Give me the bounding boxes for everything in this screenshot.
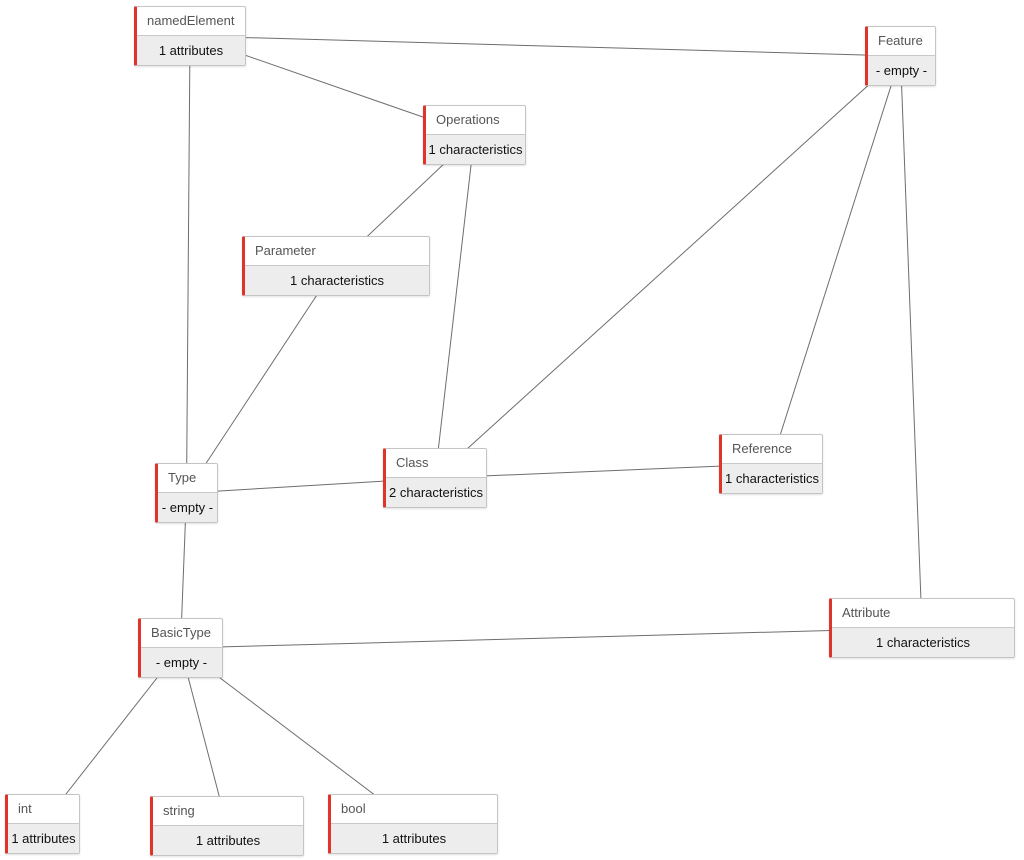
node-detail: - empty -	[158, 492, 217, 522]
edge-Operations-Class	[434, 134, 475, 479]
node-detail: 1 attributes	[153, 825, 303, 855]
node-title: bool	[341, 801, 366, 816]
node-detail: 1 attributes	[8, 823, 79, 853]
node-title: int	[18, 801, 32, 816]
node-Type[interactable]: Type - empty -	[155, 463, 218, 523]
node-detail: 1 characteristics	[426, 134, 525, 164]
edge-Feature-Attribute	[900, 55, 923, 629]
node-Attribute[interactable]: Attribute 1 characteristics	[829, 598, 1015, 658]
node-title: Reference	[732, 441, 792, 456]
node-title: namedElement	[147, 13, 235, 28]
node-detail: 1 characteristics	[722, 463, 822, 493]
node-Reference[interactable]: Reference 1 characteristics	[719, 434, 823, 494]
node-namedElement[interactable]: namedElement 1 attributes	[134, 6, 246, 66]
node-detail: - empty -	[141, 647, 222, 677]
node-title: Operations	[436, 112, 500, 127]
node-detail: 1 attributes	[331, 823, 497, 853]
edge-namedElement-Feature	[189, 35, 901, 57]
node-bool[interactable]: bool 1 attributes	[328, 794, 498, 854]
edge-Class-Reference	[434, 463, 772, 479]
node-Parameter[interactable]: Parameter 1 characteristics	[242, 236, 430, 296]
node-Class[interactable]: Class 2 characteristics	[383, 448, 487, 508]
node-detail: - empty -	[868, 55, 935, 85]
node-Operations[interactable]: Operations 1 characteristics	[423, 105, 526, 165]
node-BasicType[interactable]: BasicType - empty -	[138, 618, 223, 678]
edge-namedElement-Type	[186, 35, 191, 494]
node-title: BasicType	[151, 625, 211, 640]
node-title: Parameter	[255, 243, 316, 258]
node-title: Class	[396, 455, 429, 470]
node-detail: 2 characteristics	[386, 477, 486, 507]
edge-BasicType-Attribute	[180, 627, 923, 649]
edge-Feature-Class	[434, 55, 901, 479]
node-title: Type	[168, 470, 197, 485]
node-Feature[interactable]: Feature - empty -	[865, 26, 936, 86]
node-detail: 1 attributes	[137, 35, 245, 65]
edge-Parameter-Type	[186, 265, 337, 494]
node-string[interactable]: string 1 attributes	[150, 796, 304, 856]
node-title: Attribute	[842, 605, 891, 620]
edge-Feature-Reference	[770, 55, 901, 465]
node-title: Feature	[878, 33, 923, 48]
node-detail: 1 characteristics	[245, 265, 429, 295]
node-title: string	[163, 803, 195, 818]
node-int[interactable]: int 1 attributes	[5, 794, 80, 854]
node-detail: 1 characteristics	[832, 627, 1014, 657]
